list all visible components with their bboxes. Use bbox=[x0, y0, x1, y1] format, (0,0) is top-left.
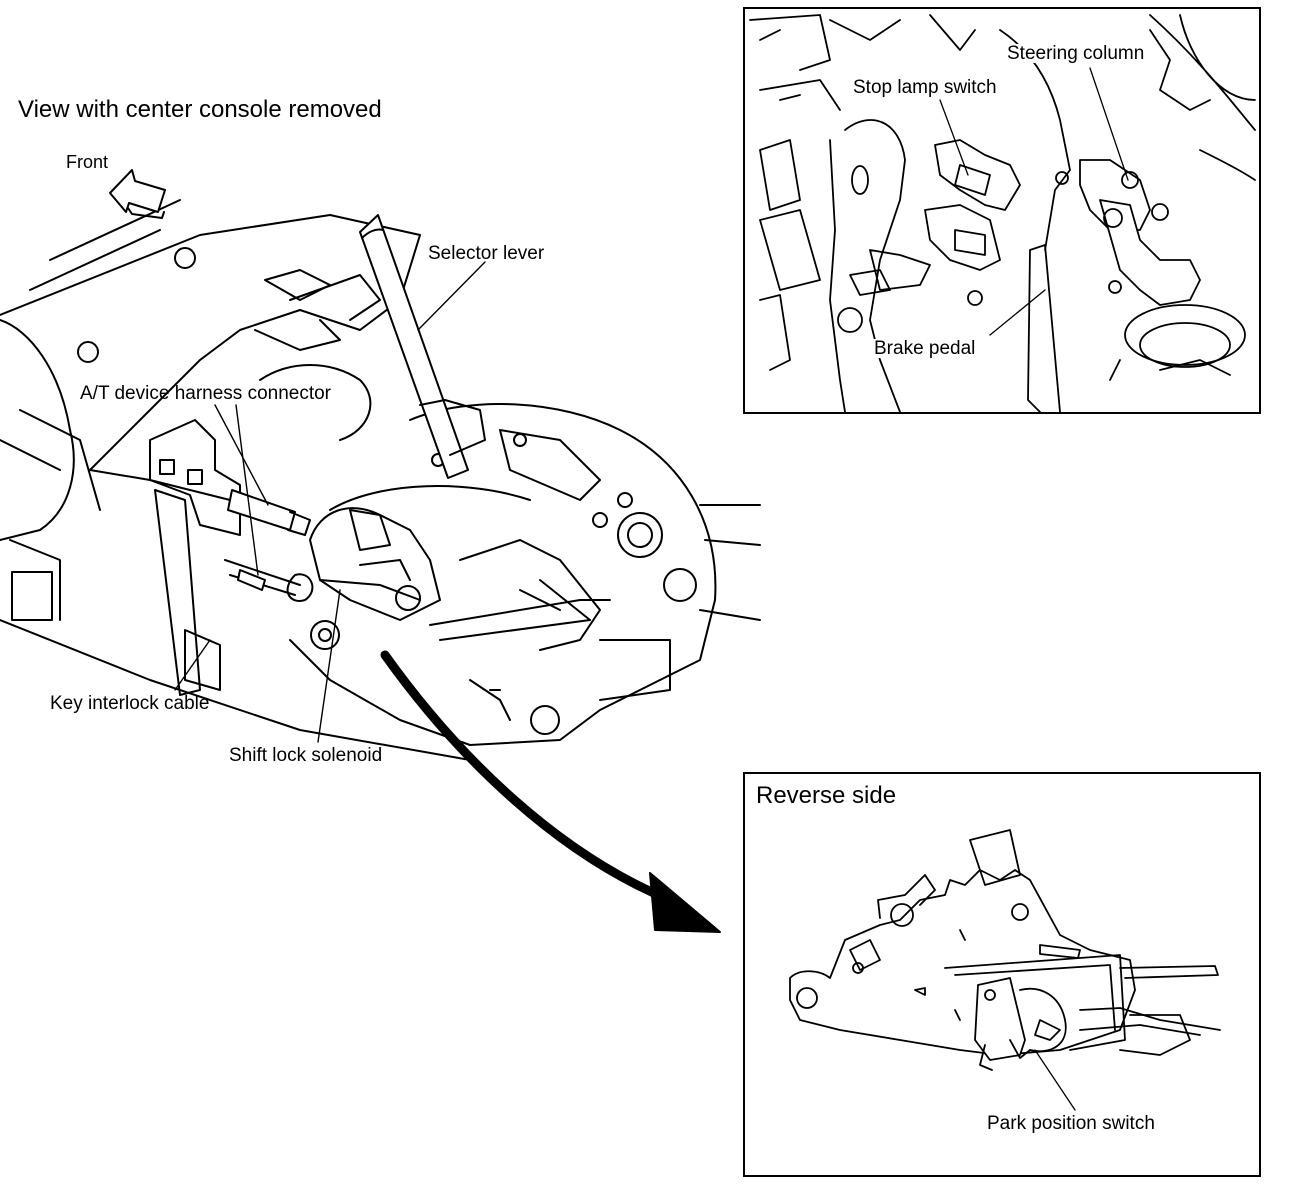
harness-connector-label: A/T device harness connector bbox=[80, 383, 332, 404]
left-bracket bbox=[9, 419, 241, 696]
brake-pedal-label: Brake pedal bbox=[874, 338, 976, 359]
shift-lock-solenoid-label: Shift lock solenoid bbox=[229, 745, 383, 766]
front-label: Front bbox=[66, 152, 109, 172]
shift-lock-solenoid bbox=[309, 507, 441, 621]
inset-reverse-art bbox=[789, 829, 1221, 1111]
inset-pedal-frame bbox=[743, 7, 1261, 414]
leader-lines-main bbox=[174, 261, 486, 743]
inset-pedal-art bbox=[749, 14, 1256, 412]
key-interlock-cable-label: Key interlock cable bbox=[50, 693, 210, 714]
shift-base bbox=[289, 403, 761, 746]
selector-lever bbox=[359, 214, 486, 479]
reverse-side-title: Reverse side bbox=[756, 782, 897, 809]
steering-column-label: Steering column bbox=[1007, 43, 1145, 64]
harness-connector bbox=[227, 489, 311, 536]
inset-reverse-frame bbox=[743, 772, 1261, 1177]
park-position-switch-label: Park position switch bbox=[987, 1113, 1155, 1134]
key-interlock-cable bbox=[224, 559, 314, 602]
main-view-title: View with center console removed bbox=[18, 96, 382, 123]
pointer-arrow-icon bbox=[380, 650, 721, 933]
console-tunnel bbox=[0, 199, 471, 761]
stop-lamp-switch-label: Stop lamp switch bbox=[853, 77, 997, 98]
front-arrow-icon bbox=[109, 169, 166, 219]
selector-lever-label: Selector lever bbox=[428, 243, 545, 264]
